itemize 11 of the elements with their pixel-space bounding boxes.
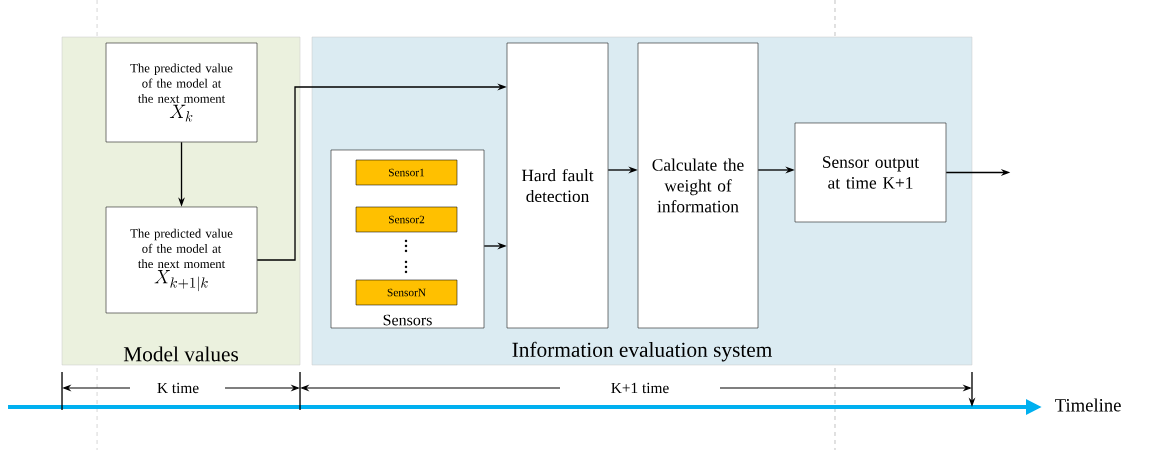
dimension-label: K+1 time <box>611 382 669 394</box>
process-box: Calculate the weight of information <box>637 42 759 329</box>
process-box: The predicted value of the model at the next moment $X_{k+1|k}$ <box>105 206 258 314</box>
dimension-label: K time <box>157 382 199 394</box>
process-box: Sensor output at time K+1 <box>794 122 947 223</box>
sensor-box: SensorN <box>355 279 458 306</box>
process-box: The predicted value of the model at the next moment $X_{k}$ <box>105 42 258 143</box>
process-box: Hard fault detection <box>506 42 609 329</box>
axis-label: Timeline <box>1055 398 1121 412</box>
sensor-box: Sensor2 <box>355 206 458 233</box>
sensor-box: Sensor1 <box>355 159 458 186</box>
